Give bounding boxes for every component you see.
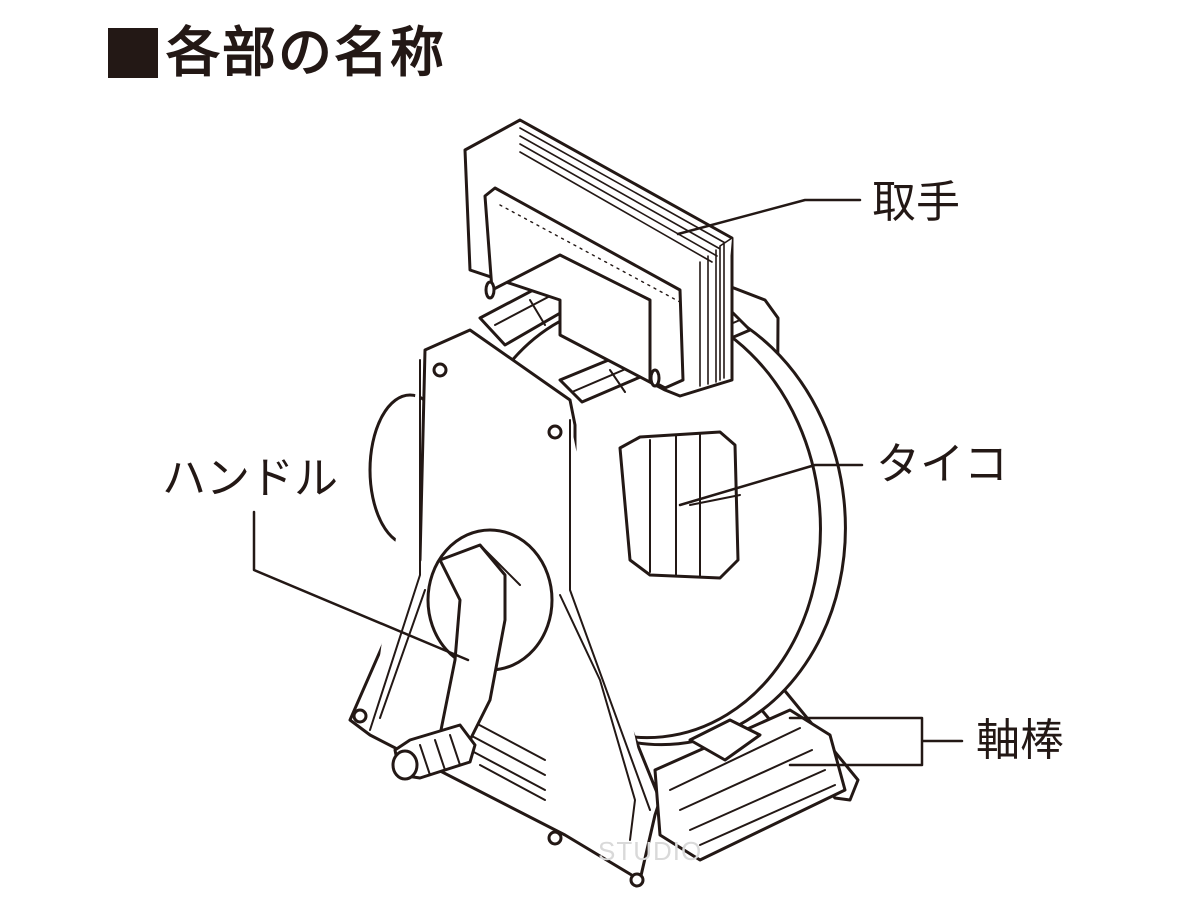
leader-handle-grip (676, 198, 862, 236)
leader-crank (252, 510, 470, 662)
leader-lines (252, 198, 964, 767)
crank-handle (391, 528, 554, 781)
watermark: STUDIO (598, 836, 703, 866)
label-drum: タイコ (876, 439, 1008, 490)
leader-axle (788, 716, 964, 767)
axle-rods (653, 708, 847, 862)
handle-grip (463, 118, 734, 398)
leader-drum (678, 463, 864, 507)
title-square-icon (108, 28, 158, 78)
label-axle-rods: 軸棒 (976, 715, 1064, 766)
title-text: 各部の名称 (166, 21, 446, 84)
page-title: 各部の名称 (108, 18, 446, 88)
label-handle-grip: 取手 (872, 177, 960, 228)
label-crank-handle: ハンドル (162, 453, 338, 504)
